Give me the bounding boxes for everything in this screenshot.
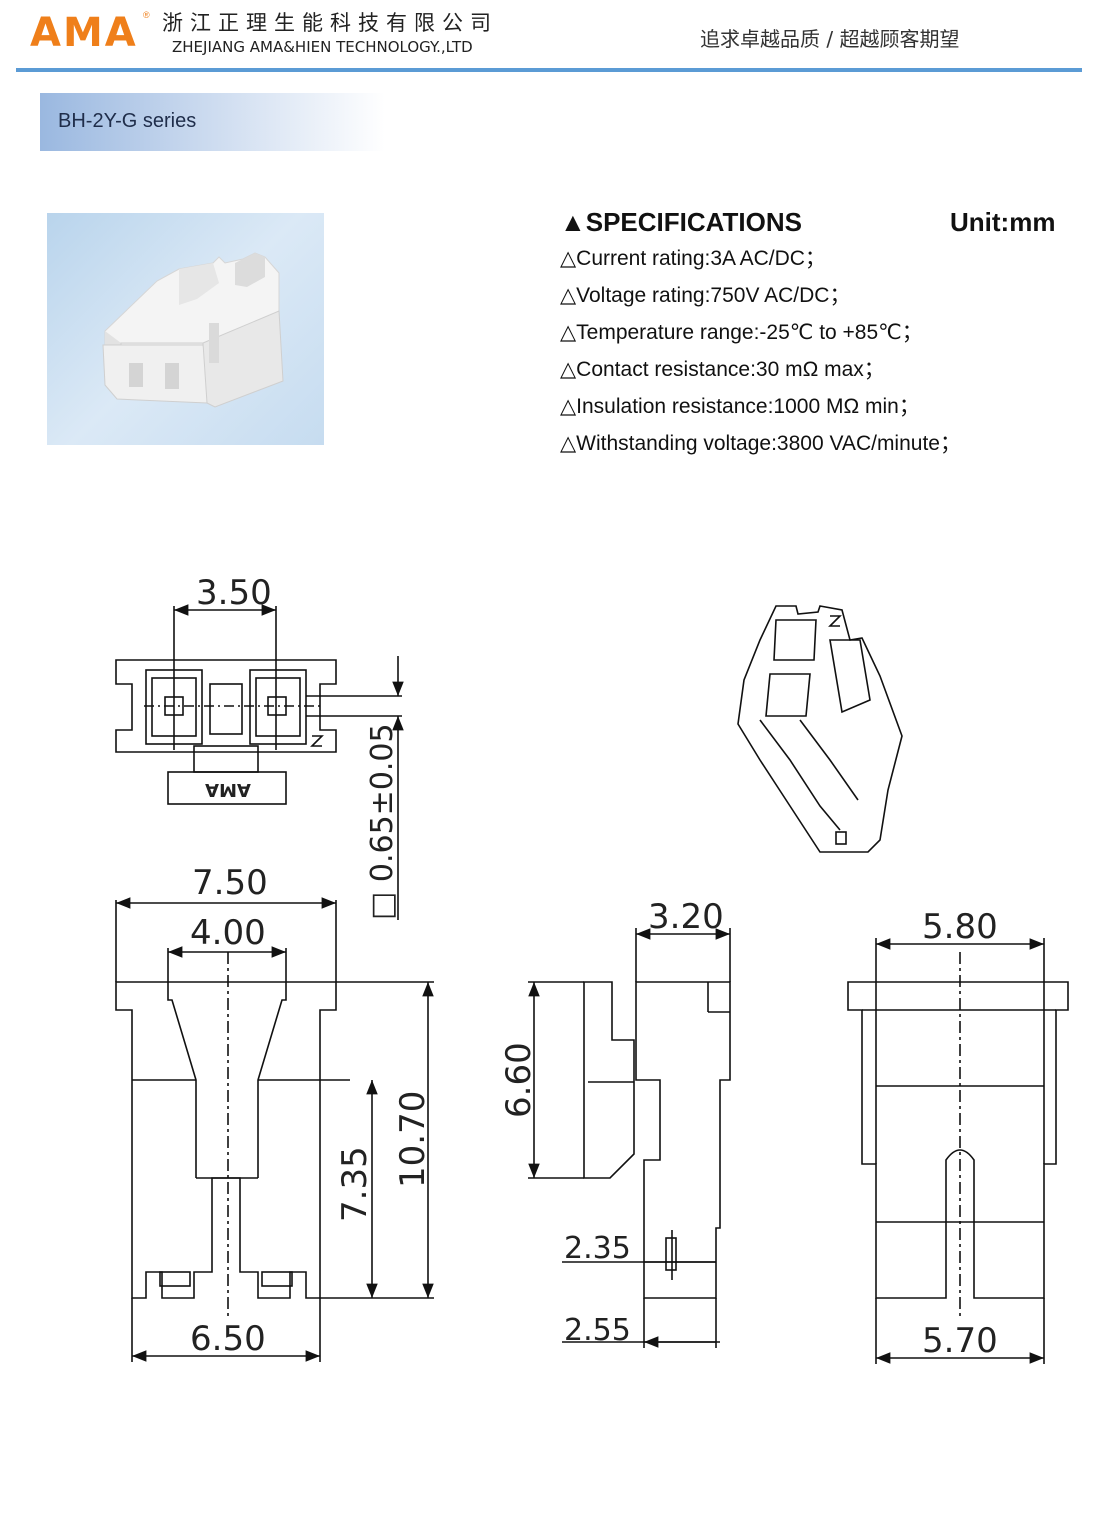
company-name-cn: 浙江正理生能科技有限公司 bbox=[162, 11, 498, 35]
company-logo: AMA bbox=[30, 10, 138, 56]
spec-item: △Withstanding voltage:3800 VAC/minute； bbox=[560, 432, 961, 455]
body-marking: AMA bbox=[205, 779, 251, 800]
page-header: AMA ® 浙江正理生能科技有限公司 ZHEJIANG AMA&HIEN TEC… bbox=[0, 0, 1096, 80]
spec-item: △Current rating:3A AC/DC； bbox=[560, 247, 826, 270]
dim-bottom-width: 6.50 bbox=[190, 1319, 266, 1359]
top-view bbox=[115, 604, 404, 920]
specifications-unit: Unit:mm bbox=[950, 207, 1056, 237]
spec-item: △Temperature range:-25℃ to +85℃； bbox=[560, 321, 923, 344]
dim-overall-height: 10.70 bbox=[393, 1091, 433, 1188]
specifications-title: ▲SPECIFICATIONS bbox=[560, 207, 802, 237]
connector-photo-illustration bbox=[102, 252, 284, 408]
company-name-en: ZHEJIANG AMA&HIEN TECHNOLOGY.,LTD bbox=[172, 38, 473, 56]
dim-offset-b: 2.55 bbox=[564, 1313, 631, 1348]
drawing-canvas: 3.50 □ 0.65±0.05 7.50 4.00 10.70 7.35 6.… bbox=[115, 573, 1069, 1364]
isometric-view bbox=[737, 605, 903, 853]
front-view bbox=[115, 897, 434, 1362]
dim-side-depth: 3.20 bbox=[648, 897, 724, 937]
dim-side-height: 6.60 bbox=[499, 1042, 539, 1118]
dim-pin-size: □ 0.65±0.05 bbox=[365, 723, 400, 920]
registered-mark: ® bbox=[143, 10, 150, 20]
dim-offset-a: 2.35 bbox=[564, 1231, 631, 1266]
dim-rear-width-top: 5.80 bbox=[922, 907, 998, 947]
dim-inner-width: 4.00 bbox=[190, 913, 266, 953]
dim-body-height: 7.35 bbox=[335, 1146, 375, 1222]
rear-view bbox=[847, 938, 1069, 1364]
technical-drawing: 3.50 □ 0.65±0.05 7.50 4.00 10.70 7.35 6.… bbox=[0, 560, 1096, 1400]
company-slogan: 追求卓越品质 / 超越顾客期望 bbox=[700, 27, 960, 51]
spec-item: △Contact resistance:30 mΩ max； bbox=[560, 358, 885, 381]
spec-item: △Voltage rating:750V AC/DC； bbox=[560, 284, 851, 307]
series-title: BH-2Y-G series bbox=[58, 110, 197, 132]
series-title-tab: BH-2Y-G series bbox=[40, 93, 385, 151]
dim-pitch: 3.50 bbox=[196, 573, 272, 613]
header-divider bbox=[16, 68, 1082, 72]
spec-item: △Insulation resistance:1000 MΩ min； bbox=[560, 395, 920, 418]
side-view bbox=[528, 928, 731, 1348]
specifications-list: △Current rating:3A AC/DC； △Voltage ratin… bbox=[560, 240, 961, 462]
dim-rear-width-bottom: 5.70 bbox=[922, 1321, 998, 1361]
product-photo bbox=[47, 213, 324, 445]
dim-total-width: 7.50 bbox=[192, 863, 268, 903]
